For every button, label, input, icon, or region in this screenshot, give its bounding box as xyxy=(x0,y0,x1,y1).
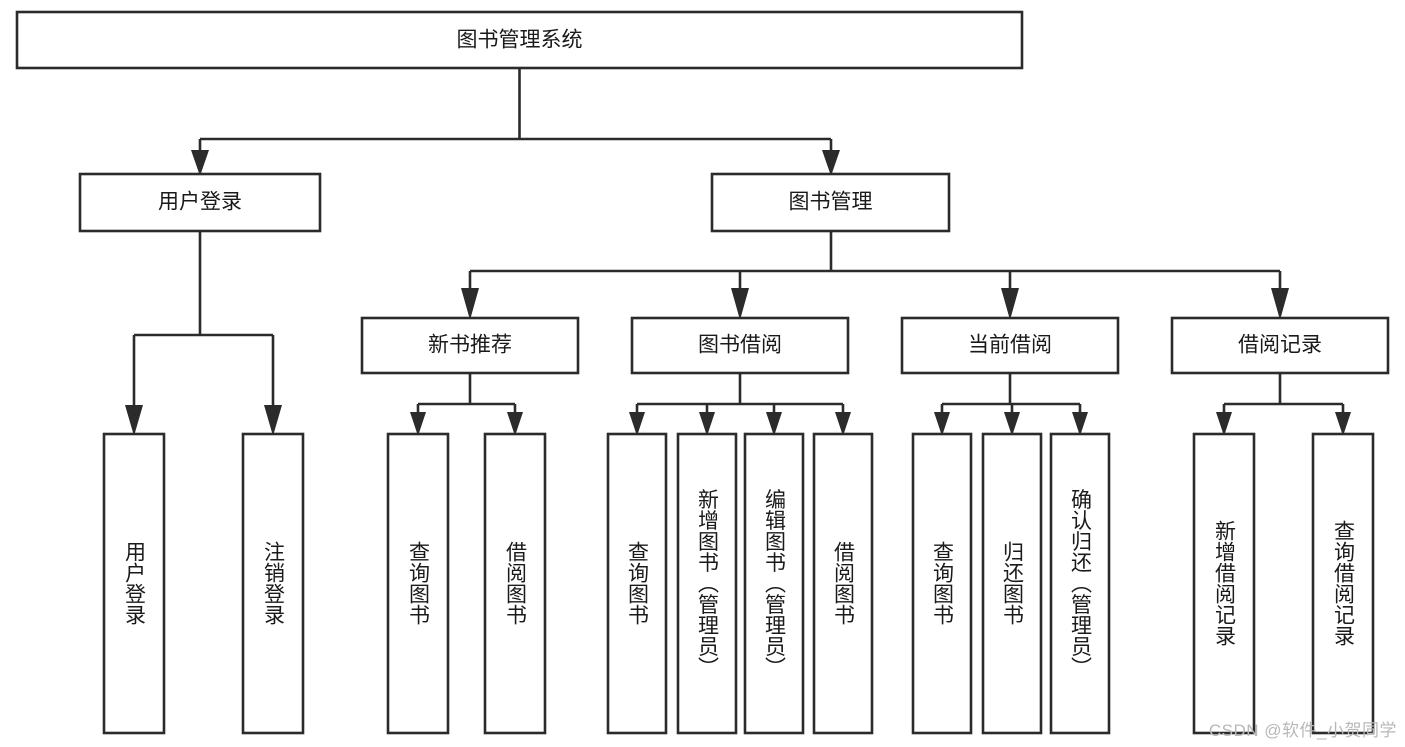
leaf-newbook-query-book-label: 查询图书 xyxy=(407,541,431,625)
leaf-user-login-label: 用户登录 xyxy=(123,541,147,625)
leaf-borrow-lend-book-box[interactable] xyxy=(812,432,874,735)
leaf-borrow-add-book[interactable]: 新增图书（管理员） xyxy=(676,432,738,735)
leaf-current-confirm-return-box[interactable] xyxy=(1049,432,1111,735)
node-new-book-recommend[interactable]: 新书推荐 xyxy=(360,316,580,375)
leaf-newbook-query-book[interactable]: 查询图书 xyxy=(386,432,450,735)
leaf-newbook-borrow-book-label: 借阅图书 xyxy=(504,541,528,625)
arrow-to-newbook xyxy=(461,288,479,320)
node-book-borrow[interactable]: 图书借阅 xyxy=(630,316,850,375)
leaf-current-query-book[interactable]: 查询图书 xyxy=(911,432,973,735)
leaf-current-return-book[interactable]: 归还图书 xyxy=(981,432,1043,735)
node-current-borrow-box[interactable] xyxy=(900,316,1120,375)
leaf-logout-label: 注销登录 xyxy=(262,541,286,625)
leaf-current-confirm-return[interactable]: 确认归还（管理员） xyxy=(1049,432,1111,735)
leaf-newbook-borrow-book-box[interactable] xyxy=(483,432,547,735)
leaf-record-query-record-box[interactable] xyxy=(1311,432,1375,735)
node-book-management-box[interactable] xyxy=(710,172,951,233)
node-root[interactable]: 图书管理系统 xyxy=(15,10,1024,70)
leaf-borrow-edit-book-label: 编辑图书（管理员） xyxy=(763,489,787,678)
leaf-node-layer: 用户登录 注销登录 查询图书 借阅图书 查询图书 新增图书（管理员） xyxy=(102,432,1375,735)
leaf-borrow-query-book-label: 查询图书 xyxy=(626,541,650,625)
node-book-borrow-label: 图书借阅 xyxy=(698,334,782,357)
arrow-to-record xyxy=(1271,288,1289,320)
leaf-user-login[interactable]: 用户登录 xyxy=(102,432,166,735)
leaf-borrow-query-book[interactable]: 查询图书 xyxy=(606,432,668,735)
node-new-book-recommend-box[interactable] xyxy=(360,316,580,375)
leaf-borrow-add-book-label: 新增图书（管理员） xyxy=(696,489,720,678)
node-user-login-box[interactable] xyxy=(78,172,322,233)
node-borrow-record-label: 借阅记录 xyxy=(1238,334,1322,357)
leaf-borrow-edit-book-box[interactable] xyxy=(743,432,805,735)
arrow-to-leaf-record-query xyxy=(1335,412,1351,436)
node-current-borrow-label: 当前借阅 xyxy=(968,334,1052,357)
node-new-book-recommend-label: 新书推荐 xyxy=(428,334,512,357)
leaf-borrow-add-book-box[interactable] xyxy=(676,432,738,735)
leaf-current-query-book-label: 查询图书 xyxy=(931,541,955,625)
leaf-logout-box[interactable] xyxy=(241,432,305,735)
arrow-to-leaf-user-login xyxy=(125,405,143,436)
arrow-to-current xyxy=(1001,288,1019,320)
leaf-logout[interactable]: 注销登录 xyxy=(241,432,305,735)
leaf-borrow-query-book-box[interactable] xyxy=(606,432,668,735)
leaf-record-query-record-label: 查询借阅记录 xyxy=(1332,520,1356,646)
leaf-current-return-book-box[interactable] xyxy=(981,432,1043,735)
node-current-borrow[interactable]: 当前借阅 xyxy=(900,316,1120,375)
leaf-record-add-record-box[interactable] xyxy=(1192,432,1256,735)
leaf-current-query-book-box[interactable] xyxy=(911,432,973,735)
arrow-to-leaf-current-confirm xyxy=(1072,412,1088,436)
node-book-management[interactable]: 图书管理 xyxy=(710,172,951,233)
leaf-current-confirm-return-label: 确认归还（管理员） xyxy=(1069,489,1093,678)
node-user-login[interactable]: 用户登录 xyxy=(78,172,322,233)
arrow-to-leaf-logout xyxy=(264,405,282,436)
leaf-borrow-lend-book[interactable]: 借阅图书 xyxy=(812,432,874,735)
leaf-record-query-record[interactable]: 查询借阅记录 xyxy=(1311,432,1375,735)
arrow-to-leaf-newbook-query xyxy=(410,412,426,436)
arrow-to-book-mgmt xyxy=(822,150,840,176)
node-book-borrow-box[interactable] xyxy=(630,316,850,375)
node-book-management-label: 图书管理 xyxy=(789,191,873,214)
leaf-user-login-box[interactable] xyxy=(102,432,166,735)
arrow-to-leaf-borrow-add xyxy=(699,412,715,436)
leaf-newbook-borrow-book[interactable]: 借阅图书 xyxy=(483,432,547,735)
leaf-record-add-record[interactable]: 新增借阅记录 xyxy=(1192,432,1256,735)
leaf-borrow-edit-book[interactable]: 编辑图书（管理员） xyxy=(743,432,805,735)
arrow-to-borrow xyxy=(731,288,749,320)
arrow-to-leaf-borrow-lend xyxy=(835,412,851,436)
node-borrow-record-box[interactable] xyxy=(1170,316,1390,375)
leaf-record-add-record-label: 新增借阅记录 xyxy=(1213,520,1237,646)
leaf-borrow-lend-book-label: 借阅图书 xyxy=(832,541,856,625)
leaf-current-return-book-label: 归还图书 xyxy=(1001,541,1025,625)
arrow-to-leaf-current-return xyxy=(1004,412,1020,436)
arrow-to-leaf-current-query xyxy=(934,412,950,436)
node-root-box[interactable] xyxy=(15,10,1024,70)
arrow-to-leaf-record-add xyxy=(1216,412,1232,436)
arrow-to-user-login xyxy=(191,150,209,176)
leaf-newbook-query-book-box[interactable] xyxy=(386,432,450,735)
arrow-to-leaf-newbook-borrow xyxy=(507,412,523,436)
arrowhead-layer xyxy=(125,150,1351,436)
arrow-to-leaf-borrow-query xyxy=(629,412,645,436)
node-user-login-label: 用户登录 xyxy=(158,191,242,214)
node-borrow-record[interactable]: 借阅记录 xyxy=(1170,316,1390,375)
arrow-to-leaf-borrow-edit xyxy=(766,412,782,436)
node-root-label: 图书管理系统 xyxy=(457,29,583,52)
